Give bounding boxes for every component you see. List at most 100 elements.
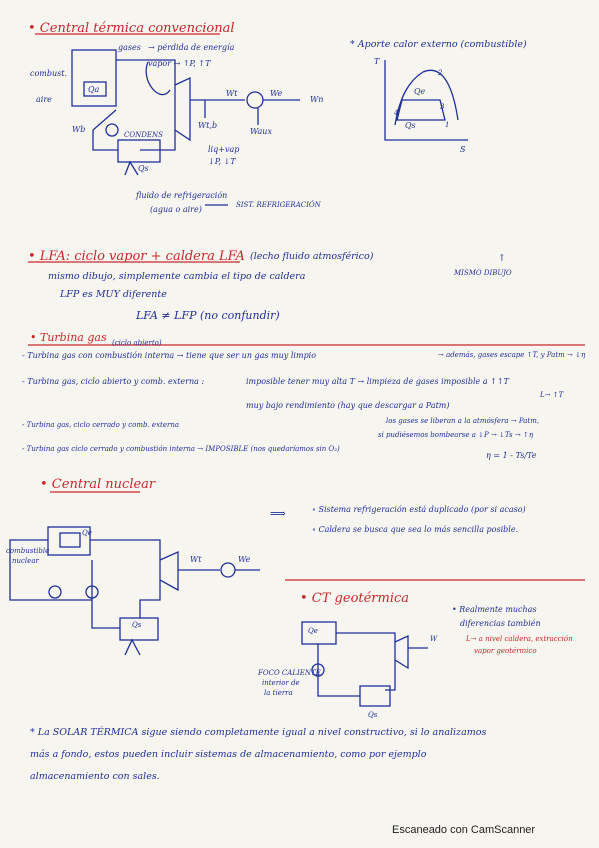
label-qa: Qa — [88, 85, 100, 94]
section3-l3b: si pudiésemos bombearse a ↓P → ↓Ts → ↑η — [378, 431, 534, 439]
label-liqvap2: ↓P, ↓T — [208, 157, 236, 166]
section4-arrow: ⟹ — [270, 507, 286, 520]
label-condens: CONDENS — [124, 131, 163, 139]
geo-note4: vapor geotérmico — [474, 647, 537, 655]
label-wb: Wb — [72, 125, 86, 134]
qa-box — [83, 81, 107, 97]
section5-title: • CT geotérmica — [300, 591, 410, 606]
section6-line1: * La SOLAR TÉRMICA sigue siendo completa… — [30, 727, 487, 738]
section3-l1: - Turbina gas con combustión interna → t… — [22, 351, 317, 360]
ts-axes — [384, 60, 468, 141]
ts-cycle — [396, 99, 446, 121]
cycle-arrow1 — [145, 61, 171, 96]
section2-side: MISMO DIBUJO — [454, 269, 512, 277]
pump4 — [311, 663, 325, 677]
section2-title: • LFA: ciclo vapor + caldera LFA — [28, 249, 245, 264]
geo-steam — [336, 632, 396, 642]
section2-line2: LFP es MUY diferente — [60, 289, 167, 300]
section6-line2: más a fondo, estos pueden incluir sistem… — [30, 749, 427, 760]
section3-l1b: → además, gases escape ↑T, y Patm → ↓η — [438, 351, 586, 359]
ts-qe: Qe — [414, 87, 426, 96]
ts-S: S — [460, 145, 466, 154]
section3-note: (ciclo abierto) — [112, 339, 162, 347]
section3-eta: η = 1 - Ts/Te — [486, 451, 537, 460]
section2-line1: mismo dibujo, simplemente cambia el tipo… — [48, 271, 306, 282]
nuc-loop — [9, 539, 92, 601]
section2-subtitle: (lecho fluido atmosférico) — [250, 251, 374, 262]
label-waux: Waux — [250, 127, 272, 136]
geo-note1: • Realmente muchas — [452, 605, 537, 614]
section4-title: • Central nuclear — [40, 477, 156, 492]
section4-b2: ∘ Caldera se busca que sea lo más sencil… — [312, 525, 519, 534]
nuc-steam-line — [90, 539, 161, 560]
generator1 — [246, 91, 264, 109]
geo-condenser — [359, 685, 391, 707]
section3-l2b: muy bajo rendimiento (hay que descargar … — [246, 401, 450, 410]
label-fluido2: (agua o aire) — [150, 205, 202, 214]
geo-qs: Qs — [368, 711, 378, 719]
nuc-we: We — [238, 555, 251, 564]
label-qs: Qs — [138, 164, 149, 173]
ts-4: 4 — [394, 109, 399, 117]
section3-title: • Turbina gas — [30, 331, 107, 344]
section2-side-arrow: ↑ — [498, 253, 506, 264]
section3-l4: - Turbina gas ciclo cerrado y combustión… — [22, 445, 340, 453]
label-combust: combust. — [30, 69, 68, 78]
scanner-footer: Escaneado con CamScanner — [392, 824, 536, 836]
geo-w: W — [430, 635, 438, 643]
turbine3 — [394, 634, 409, 670]
reactor-core — [59, 532, 81, 548]
label-wn: Wn — [310, 95, 324, 104]
geo-foco3: la tierra — [264, 689, 293, 697]
nuc-qs: Qs — [132, 621, 142, 629]
nuc-cooling — [124, 638, 141, 656]
reactor-box — [47, 526, 91, 556]
condenser-box — [117, 139, 161, 163]
section3-l2: - Turbina gas, ciclo abierto y comb. ext… — [22, 377, 205, 386]
geo-foco2: interior de — [262, 679, 300, 687]
geo-cond-line — [385, 660, 396, 691]
section3-l2a: imposible tener muy alta T → limpieza de… — [246, 377, 509, 386]
section3-l3: - Turbina gas, ciclo cerrado y comb. ext… — [22, 421, 180, 429]
generator2 — [220, 562, 236, 578]
section1-title: • Central térmica convencional — [28, 21, 235, 36]
ts-qs: Qs — [405, 121, 416, 130]
label-sist: SIST. REFRIGERACIÓN — [236, 201, 321, 209]
geo-return — [317, 644, 360, 697]
nuc-wt: Wt — [190, 555, 202, 564]
nuc-return — [91, 560, 120, 629]
nuc-qe: Qe — [82, 529, 92, 537]
label-perdida: → pérdida de energía — [148, 43, 235, 52]
label-fluido1: fluido de refrigeración — [136, 191, 228, 200]
ts-T: T — [374, 57, 380, 66]
turbine1 — [174, 76, 191, 142]
pump3 — [48, 585, 62, 599]
ts-title: * Aporte calor externo (combustible) — [350, 39, 527, 50]
nuc-nuclear-label: nuclear — [12, 557, 39, 565]
section6-line3: almacenamiento con sales. — [30, 771, 160, 782]
section3-l3a: los gases se liberan a la atmósfera → Pa… — [386, 417, 540, 425]
boiler-box — [71, 49, 117, 107]
label-wtb: Wt,b — [198, 121, 218, 130]
label-liqvap: liq+vap — [208, 145, 240, 154]
to-condenser — [140, 130, 176, 151]
section2-line3: LFA ≠ LFP (no confundir) — [136, 309, 280, 322]
label-wt: Wt — [226, 89, 238, 98]
pump2 — [85, 585, 99, 599]
geo-qe: Qe — [308, 627, 318, 635]
ts-3: 3 — [440, 103, 445, 111]
ts-2: 2 — [438, 69, 443, 77]
geo-foco1: FOCO CALIENTE — [258, 669, 321, 677]
return-line — [92, 109, 118, 151]
section3-l2a2: L→ ↑T — [540, 391, 564, 399]
label-gases: gases — [118, 43, 141, 52]
nuc-comb-label: combustible — [6, 547, 50, 555]
steam-line — [116, 59, 176, 85]
cooling-arrows — [124, 160, 139, 176]
turbine2 — [159, 550, 179, 592]
nuc-cond-line — [139, 580, 161, 618]
pump1 — [105, 123, 119, 137]
ts-dome — [394, 69, 459, 126]
